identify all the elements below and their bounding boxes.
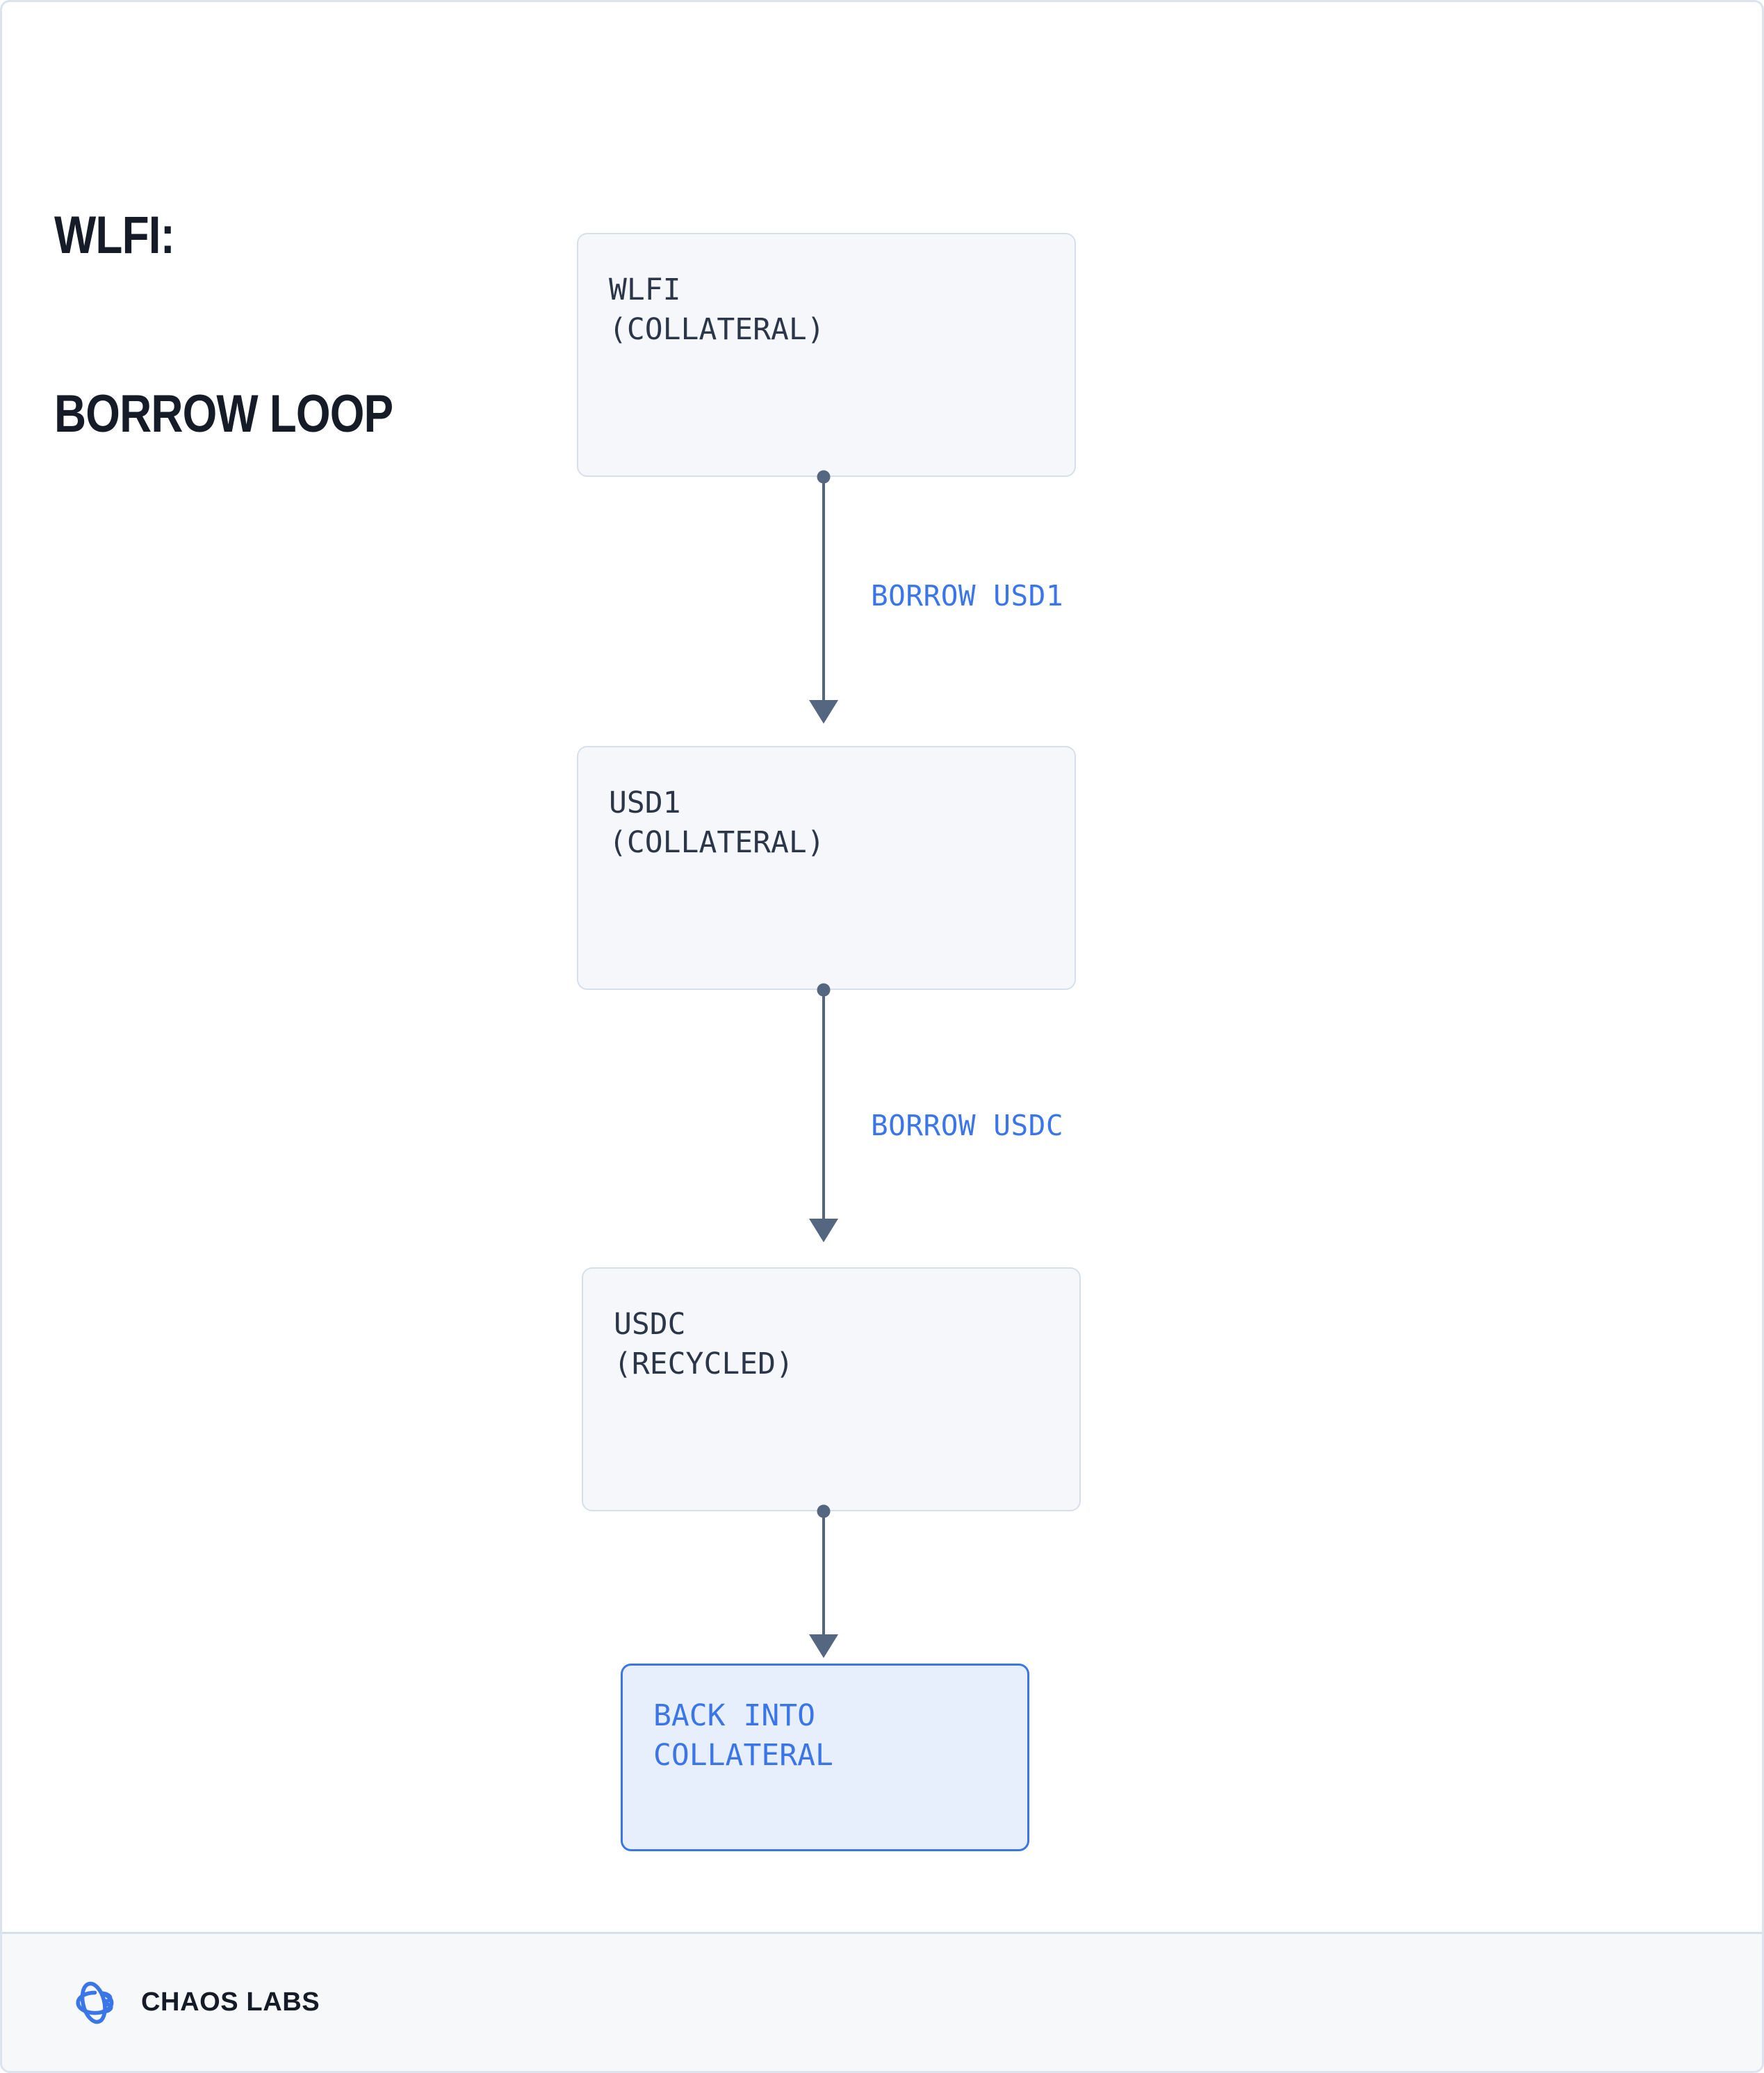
edge-label-borrow-usdc: BORROW USDC: [871, 1109, 1064, 1142]
edge-arrowhead-icon: [809, 700, 838, 724]
node-usd1-line-2: (COLLATERAL): [609, 825, 825, 861]
node-back-into-collateral[interactable]: BACK INTO COLLATERAL: [621, 1664, 1029, 1851]
edge-line: [822, 1511, 825, 1636]
chaos-labs-atom-icon: [76, 1981, 114, 2024]
node-usd1-line-1: USD1: [609, 786, 681, 820]
page-title-line-1: WLFI:: [54, 205, 175, 265]
node-usd1[interactable]: USD1 (COLLATERAL): [577, 746, 1076, 990]
node-wlfi[interactable]: WLFI (COLLATERAL): [577, 233, 1076, 477]
footer-brand-name: CHAOS LABS: [141, 1987, 320, 2017]
edge-arrowhead-icon: [809, 1634, 838, 1658]
page-title-line-2: BORROW LOOP: [54, 384, 393, 444]
node-usdc[interactable]: USDC (RECYCLED): [582, 1267, 1081, 1511]
node-back-line-2: COLLATERAL: [653, 1738, 833, 1773]
node-back-line-1: BACK INTO: [653, 1698, 815, 1733]
page-title: WLFI: BORROW LOOP: [54, 86, 393, 564]
edge-label-borrow-usd1: BORROW USD1: [871, 579, 1064, 612]
edge-arrowhead-icon: [809, 1219, 838, 1242]
node-wlfi-line-1: WLFI: [609, 273, 681, 307]
node-usdc-line-2: (RECYCLED): [614, 1347, 794, 1382]
footer: CHAOS LABS: [2, 1932, 1762, 2071]
node-wlfi-line-2: (COLLATERAL): [609, 312, 825, 348]
node-usdc-line-1: USDC: [614, 1307, 686, 1342]
flow-canvas: WLFI (COLLATERAL) BORROW USD1 USD1 (COLL…: [2, 2, 1762, 1935]
edge-line: [822, 990, 825, 1221]
edge-line: [822, 477, 825, 703]
